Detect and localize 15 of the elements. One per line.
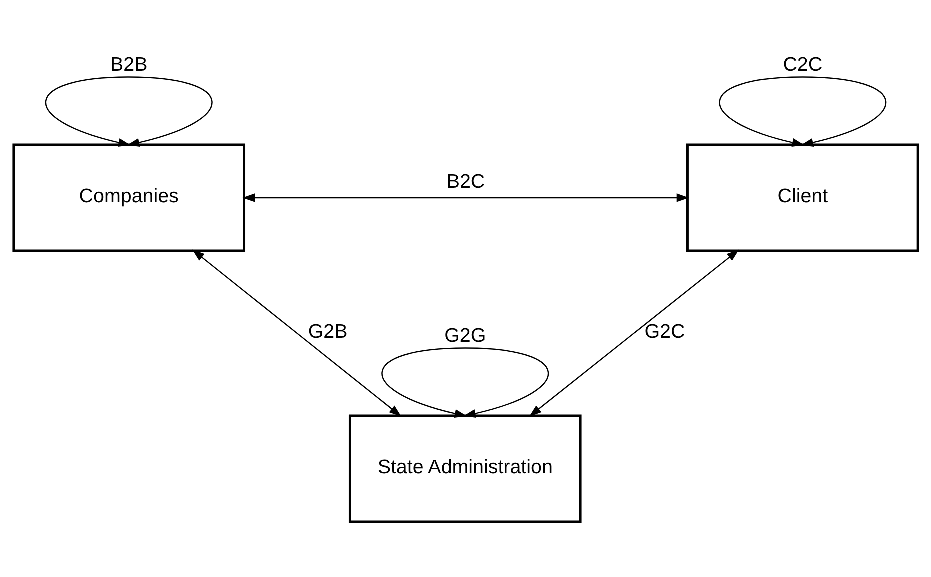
edge-label: B2B: [110, 54, 148, 76]
edge-label: C2C: [782, 54, 822, 76]
arrow: [719, 76, 886, 147]
node-box: Companies: [12, 144, 245, 252]
arrow: [45, 76, 212, 147]
arrow: [528, 250, 739, 417]
edge-label: G2G: [444, 324, 486, 347]
node-box: Client: [686, 144, 919, 252]
node-box: State Administration: [348, 414, 582, 524]
edge-label: G2C: [644, 321, 685, 344]
edge-label: G2B: [308, 321, 348, 344]
edge-label: B2C: [446, 170, 485, 193]
arrow: [242, 194, 689, 202]
arrow: [382, 348, 548, 418]
arrow: [192, 250, 402, 417]
